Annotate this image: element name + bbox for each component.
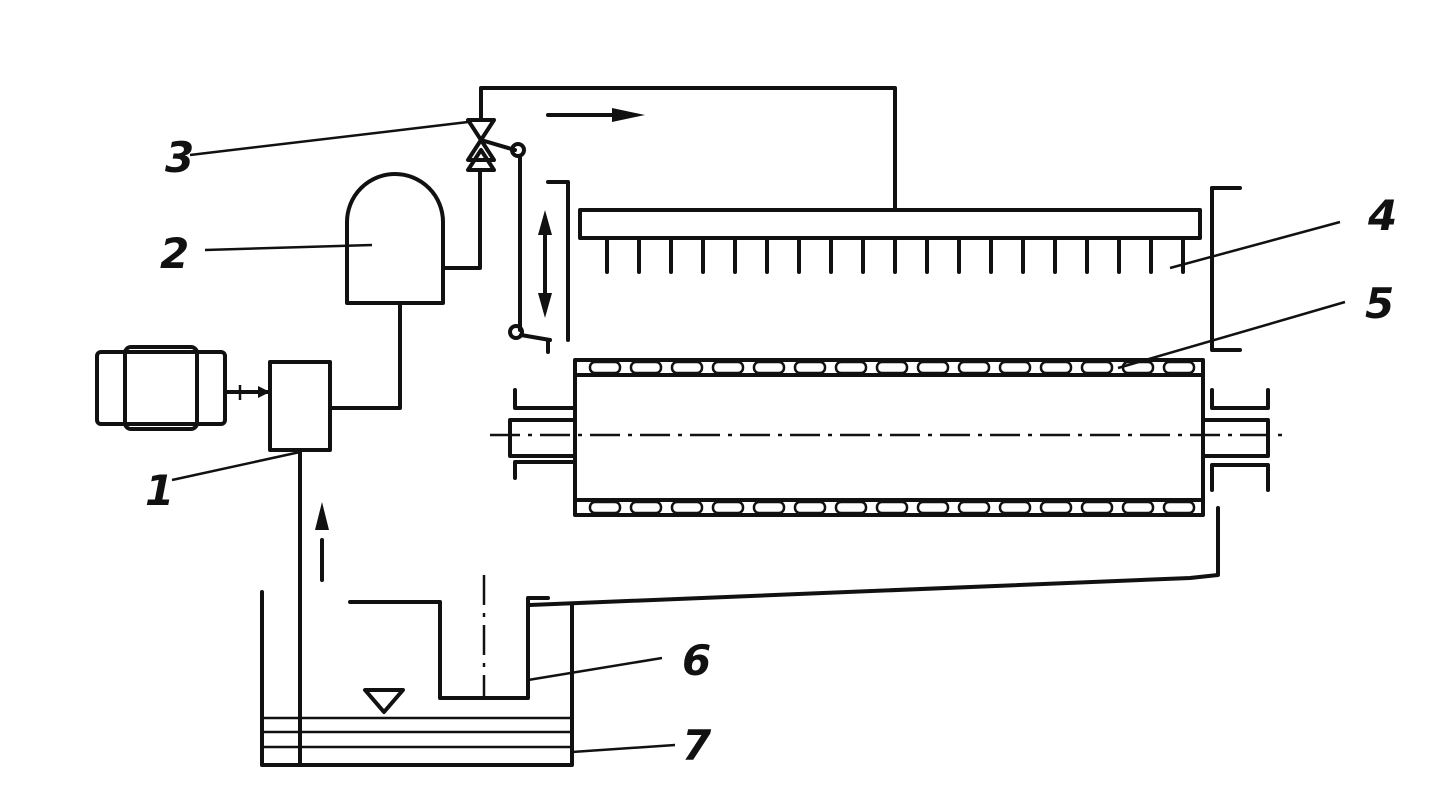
drum-slot [711, 500, 745, 515]
tank [260, 590, 574, 767]
label-7: 7 [682, 721, 712, 770]
drum-slot [998, 500, 1032, 515]
label-1: 1 [145, 466, 174, 515]
return-line [528, 506, 1220, 607]
drum-slot [957, 360, 991, 375]
drum-slot [1121, 360, 1155, 375]
drum-slot [834, 500, 868, 515]
spray-header [578, 186, 1242, 352]
valve [466, 86, 897, 212]
drum-slot [1162, 360, 1196, 375]
left-bearing [508, 383, 577, 487]
drum-slot [916, 500, 950, 515]
drum-slot [1039, 360, 1073, 375]
label-4: 4 [1367, 191, 1397, 240]
leader-lines [171, 120, 1346, 754]
drum-slot [998, 360, 1032, 375]
screen-drum [490, 358, 1290, 517]
drum-slot [1162, 500, 1196, 515]
drum-slot [1121, 500, 1155, 515]
drum-slot [752, 500, 786, 515]
label-3: 3 [165, 133, 194, 182]
drum-slot [1039, 500, 1073, 515]
drum-slot [793, 360, 827, 375]
drum-slot [752, 360, 786, 375]
drum-slot [670, 360, 704, 375]
pump [268, 303, 402, 452]
accumulator [345, 168, 482, 305]
drum-slot [957, 500, 991, 515]
right-bearing [1201, 388, 1270, 492]
collector [348, 575, 550, 700]
drum-slot [875, 360, 909, 375]
drum-slot [1080, 500, 1114, 515]
label-5: 5 [1365, 279, 1394, 328]
drum-slot [588, 360, 622, 375]
drum-slot [916, 360, 950, 375]
drum-slot [711, 360, 745, 375]
oscillation-linkage [508, 154, 570, 354]
drum-slot [588, 500, 622, 515]
drum-slot [875, 500, 909, 515]
drum-slot [629, 500, 663, 515]
drum-slot [793, 500, 827, 515]
label-6: 6 [682, 636, 711, 685]
drum-slot [1080, 360, 1114, 375]
drum-slot [629, 360, 663, 375]
drum-slot [834, 360, 868, 375]
flow-arrow-right [546, 108, 645, 122]
motor [95, 345, 272, 431]
label-2: 2 [160, 229, 189, 278]
drum-slot [670, 500, 704, 515]
suction-line [298, 448, 329, 767]
